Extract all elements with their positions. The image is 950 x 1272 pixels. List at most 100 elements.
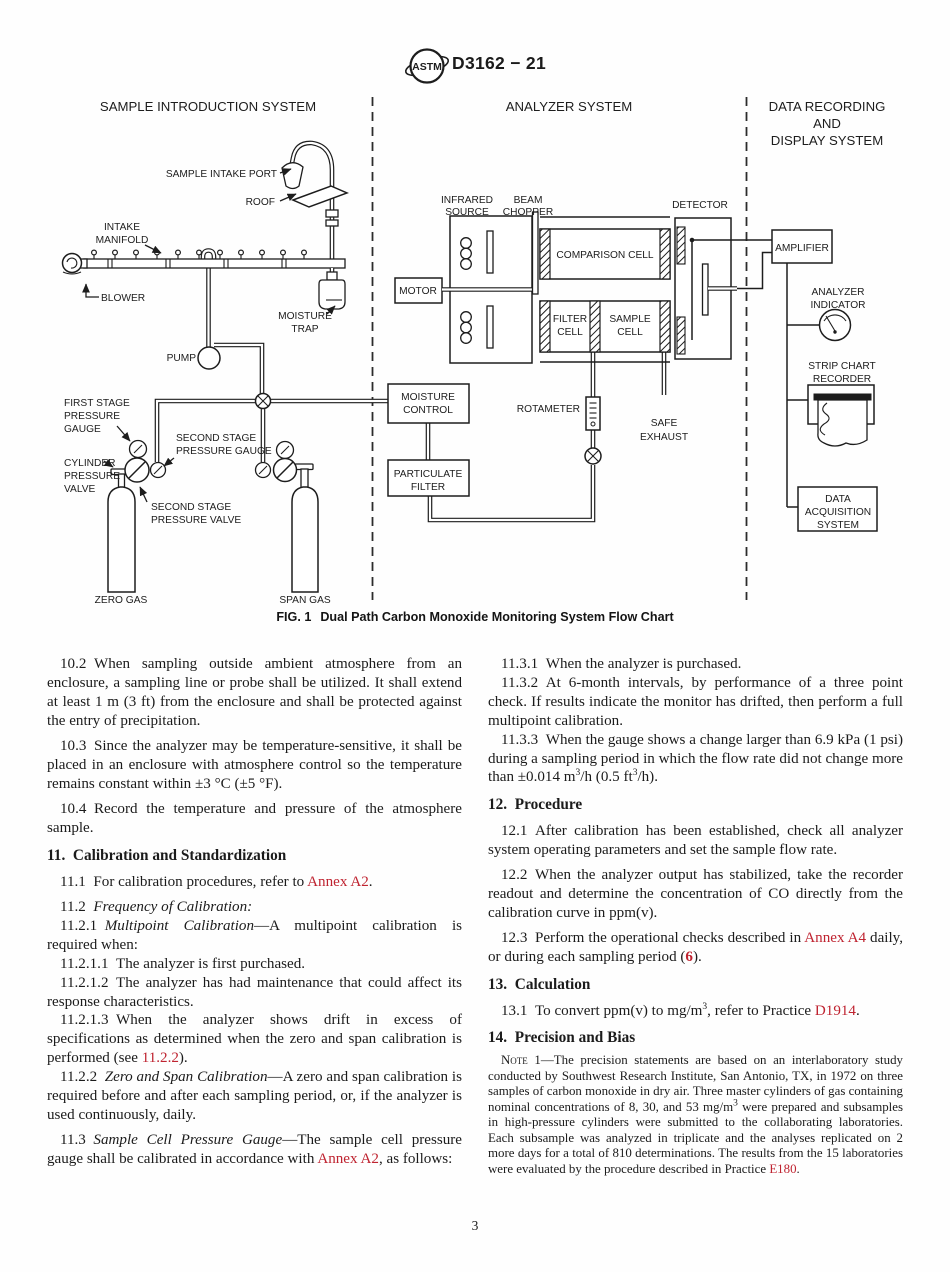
span-gas-regulator-icon bbox=[254, 440, 298, 483]
cross-reference-link[interactable]: Annex A2 bbox=[307, 873, 369, 890]
sample-introduction-diagram: SAMPLE INTAKE PORT ROOF INTAKE MANIFOLD … bbox=[61, 140, 389, 606]
section-title-data-recording: DATA RECORDING bbox=[769, 99, 886, 114]
body-paragraph: 12.2 When the analyzer output has stabil… bbox=[488, 866, 903, 923]
label-data-acquisition-2: ACQUISITION bbox=[805, 507, 871, 518]
body-paragraph: 11.2.1.1 The analyzer is first purchased… bbox=[47, 955, 462, 974]
text-run: daily, or during each sampling period ( bbox=[488, 930, 904, 966]
zero-gas-regulator-icon bbox=[124, 439, 167, 483]
text-run: Note 1— bbox=[501, 1053, 554, 1068]
label-infrared-source: INFRARED bbox=[441, 195, 493, 206]
label-particulate-filter-2: FILTER bbox=[411, 482, 445, 493]
text-run: 11.3.1 When the analyzer is purchased. bbox=[501, 656, 742, 672]
label-first-stage-gauge-2: PRESSURE bbox=[64, 411, 120, 422]
text-run: . bbox=[368, 873, 373, 890]
note-paragraph: Note 1—The precision statements are base… bbox=[488, 1053, 903, 1177]
moisture-control-box bbox=[387, 383, 470, 424]
section-heading: 12. Procedure bbox=[488, 796, 903, 815]
rotameter-icon bbox=[585, 396, 601, 431]
label-safe-exhaust: SAFE bbox=[651, 418, 678, 429]
cross-reference-link[interactable]: E180 bbox=[769, 1161, 797, 1176]
text-run: . bbox=[796, 1161, 800, 1176]
text-run: Multipoint Calibration bbox=[104, 917, 255, 934]
analyzer-gas-lines bbox=[425, 352, 667, 523]
text-column-left: 10.2 When sampling outside ambient atmos… bbox=[47, 655, 462, 1169]
section-heading: 14. Precision and Bias bbox=[488, 1029, 903, 1048]
text-run: Sample Cell Pressure Gauge bbox=[93, 1132, 283, 1149]
body-paragraph: 10.4 Record the temperature and pressure… bbox=[47, 800, 462, 838]
body-paragraph: 11.3.3 When the gauge shows a change lar… bbox=[488, 731, 903, 788]
label-rotameter: ROTAMETER bbox=[517, 404, 580, 415]
superscript: 3 bbox=[632, 768, 638, 779]
label-sample-intake-port: SAMPLE INTAKE PORT bbox=[166, 169, 277, 180]
label-beam-chopper-2: CHOPPER bbox=[503, 207, 553, 218]
cross-reference-link[interactable]: Annex A4 bbox=[804, 930, 867, 947]
body-paragraph: 11.2.1.3 When the analyzer shows drift i… bbox=[47, 1011, 462, 1068]
label-cylinder-pressure-valve-2: PRESSURE bbox=[64, 471, 120, 482]
text-run: 11.3.3 When the gauge shows a change lar… bbox=[488, 731, 903, 786]
text-run: 10.3 Since the analyzer may be temperatu… bbox=[47, 738, 462, 792]
label-roof: ROOF bbox=[246, 197, 275, 208]
superscript: 3 bbox=[702, 1001, 708, 1012]
text-run: Zero and Span Calibration bbox=[104, 1069, 268, 1086]
text-run: ). bbox=[178, 1050, 188, 1067]
label-second-stage-valve: SECOND STAGE bbox=[151, 502, 231, 513]
label-first-stage-gauge-3: GAUGE bbox=[64, 424, 101, 435]
label-first-stage-gauge: FIRST STAGE bbox=[64, 398, 130, 409]
label-intake-manifold: INTAKE bbox=[104, 222, 140, 233]
text-run: The precision statements are based on an… bbox=[488, 1053, 903, 1114]
label-analyzer-indicator: ANALYZER bbox=[811, 287, 864, 298]
astm-logo-text: ASTM bbox=[412, 61, 442, 73]
label-strip-chart: STRIP CHART bbox=[808, 361, 876, 372]
text-run: 11.2.1.3 When the analyzer shows drift i… bbox=[47, 1012, 462, 1067]
label-blower: BLOWER bbox=[101, 293, 145, 304]
label-data-acquisition: DATA bbox=[825, 494, 851, 505]
beam-chopper-icon bbox=[531, 211, 539, 295]
pump-line-icon bbox=[200, 248, 265, 395]
superscript: 3 bbox=[575, 768, 581, 779]
label-moisture-trap-2: TRAP bbox=[291, 324, 318, 335]
body-paragraph: 12.1 After calibration has been establis… bbox=[488, 822, 903, 860]
text-run: . bbox=[855, 1002, 860, 1019]
page-number: 3 bbox=[471, 1218, 479, 1233]
label-safe-exhaust-2: EXHAUST bbox=[640, 432, 688, 443]
cross-reference-link[interactable]: Annex A2 bbox=[317, 1151, 379, 1168]
label-moisture-trap: MOISTURE bbox=[278, 311, 332, 322]
text-run: 11.2.1 bbox=[60, 917, 105, 934]
cross-reference-link[interactable]: 11.2.2 bbox=[141, 1050, 179, 1067]
text-column-right: 11.3.1 When the analyzer is purchased. 11… bbox=[488, 655, 903, 1177]
body-paragraph: 11.2.1.2 The analyzer has had maintenanc… bbox=[47, 974, 462, 1012]
sample-intake-pipe-icon bbox=[281, 140, 335, 262]
cross-reference-link[interactable]: D1914 bbox=[814, 1002, 856, 1019]
body-paragraph: 11.2.2 Zero and Span Calibration—A zero … bbox=[47, 1068, 462, 1125]
text-run: 11.1 For calibration procedures, refer t… bbox=[60, 873, 308, 890]
text-run: /h). bbox=[637, 769, 658, 786]
calibration-gas-lines bbox=[154, 398, 389, 462]
text-run: /h (0.5 ft bbox=[580, 769, 633, 786]
text-run: —A multipoint calibration is required wh… bbox=[47, 917, 463, 953]
span-gas-cylinder bbox=[291, 463, 319, 593]
sample-valve-icon bbox=[584, 447, 602, 465]
text-run: 12.3 Perform the operational checks desc… bbox=[501, 930, 805, 947]
pump-icon bbox=[197, 346, 221, 370]
label-amplifier: AMPLIFIER bbox=[775, 243, 829, 254]
analyzer-diagram: INFRARED SOURCE BEAM CHOPPER DETECTOR MO… bbox=[387, 195, 737, 523]
body-paragraph: 11.3 Sample Cell Pressure Gauge—The samp… bbox=[47, 1131, 462, 1169]
label-pump: PUMP bbox=[167, 353, 197, 364]
detector-icon bbox=[674, 217, 737, 360]
zero-gas-cylinder bbox=[107, 468, 136, 593]
body-paragraph: 11.3.2 At 6-month intervals, by performa… bbox=[488, 674, 903, 731]
label-cylinder-pressure-valve: CYLINDER bbox=[64, 458, 116, 469]
moisture-trap-icon bbox=[318, 268, 346, 310]
filter-sample-cell-icon bbox=[539, 300, 671, 353]
label-sample-cell: SAMPLE bbox=[609, 314, 651, 325]
text-run: 11.2 bbox=[60, 898, 94, 915]
body-paragraph: 12.3 Perform the operational checks desc… bbox=[488, 929, 903, 967]
cross-reference-link[interactable]: 6 bbox=[685, 949, 693, 966]
section-heading: 11. Calibration and Standardization bbox=[47, 847, 462, 866]
label-second-stage-gauge: SECOND STAGE bbox=[176, 433, 256, 444]
text-run: Frequency of Calibration: bbox=[93, 898, 253, 915]
label-data-acquisition-3: SYSTEM bbox=[817, 520, 859, 531]
label-sample-cell-2: CELL bbox=[617, 327, 643, 338]
text-run: 10.2 When sampling outside ambient atmos… bbox=[47, 656, 462, 729]
